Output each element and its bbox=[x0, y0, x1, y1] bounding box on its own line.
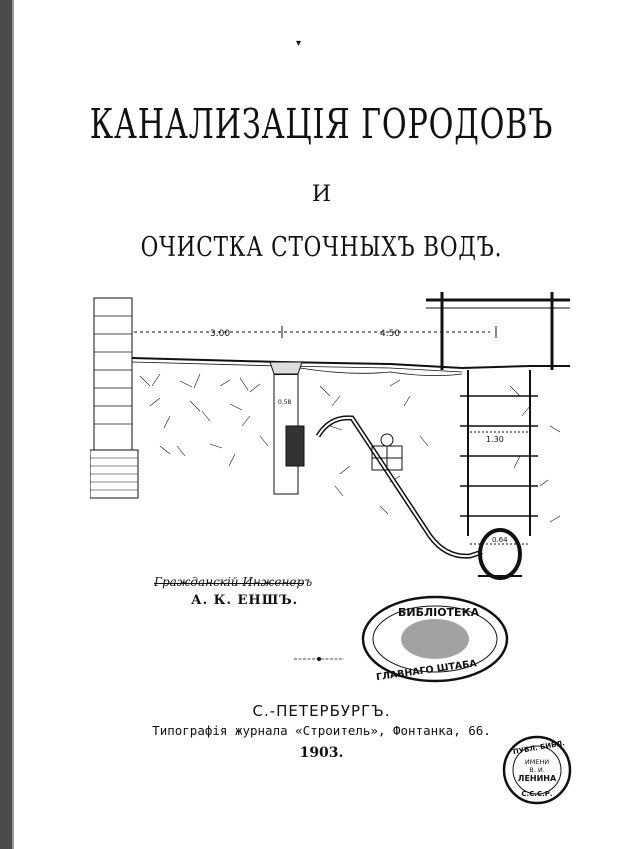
lenin-stamp-line4: ЛЕНИНА bbox=[518, 774, 557, 783]
chamber-filter bbox=[285, 425, 305, 467]
book-subtitle: ОЧИСТКА СТОЧНЫХЪ ВОДЪ. bbox=[140, 232, 503, 263]
dim-depth-label: 0.58 bbox=[278, 399, 292, 406]
book-spine-edge bbox=[0, 0, 12, 849]
dim-shaft-label: 1.30 bbox=[486, 435, 504, 444]
lenin-stamp-line2: ИМЕНИ bbox=[525, 758, 549, 766]
lenin-stamp-line3: В. И. bbox=[529, 766, 545, 774]
publication-city: С.-ПЕТЕРБУРГЪ. bbox=[252, 702, 391, 720]
author-role: Гражданскій Инженеръ bbox=[154, 575, 313, 589]
publication-year: 1903. bbox=[299, 745, 344, 761]
building-wall bbox=[93, 297, 133, 451]
printer-line: Типографія журнала «Строитель», Фонтанка… bbox=[152, 723, 491, 738]
book-title: КАНАЛИЗАЦІЯ ГОРОДОВЪ bbox=[89, 100, 554, 148]
book-spine-shadow bbox=[12, 0, 14, 849]
dim-right-label: 4.50 bbox=[380, 329, 400, 339]
role-strikethrough bbox=[154, 583, 304, 584]
lenin-stamp-line5: С.С.С.Р. bbox=[521, 790, 552, 798]
title-page: ▾ КАНАЛИЗАЦІЯ ГОРОДОВЪ И ОЧИСТКА СТОЧНЫХ… bbox=[14, 0, 629, 849]
library-stamp-top: БИБЛІОТЕКА bbox=[398, 606, 480, 619]
title-conjunction: И bbox=[311, 182, 332, 207]
egg-sewer-pipe bbox=[478, 528, 522, 580]
dim-pipe-label: 0.64 bbox=[492, 536, 508, 544]
author-name: А. К. ЕНШЪ. bbox=[191, 593, 299, 608]
ornament-mark: ▾ bbox=[296, 38, 302, 49]
decorative-divider bbox=[294, 657, 344, 661]
library-stamp: БИБЛІОТЕКА ГЛАВНАГО ШТАБА bbox=[361, 595, 509, 683]
dim-left-label: 3.00 bbox=[210, 329, 230, 339]
lenin-library-stamp: ПУБЛ. БИБЛ. ИМЕНИ В. И. ЛЕНИНА С.С.С.Р. bbox=[502, 735, 572, 805]
sewer-cross-section-illustration: 3.00 4.50 0.58 1.30 0.64 bbox=[90, 292, 570, 580]
